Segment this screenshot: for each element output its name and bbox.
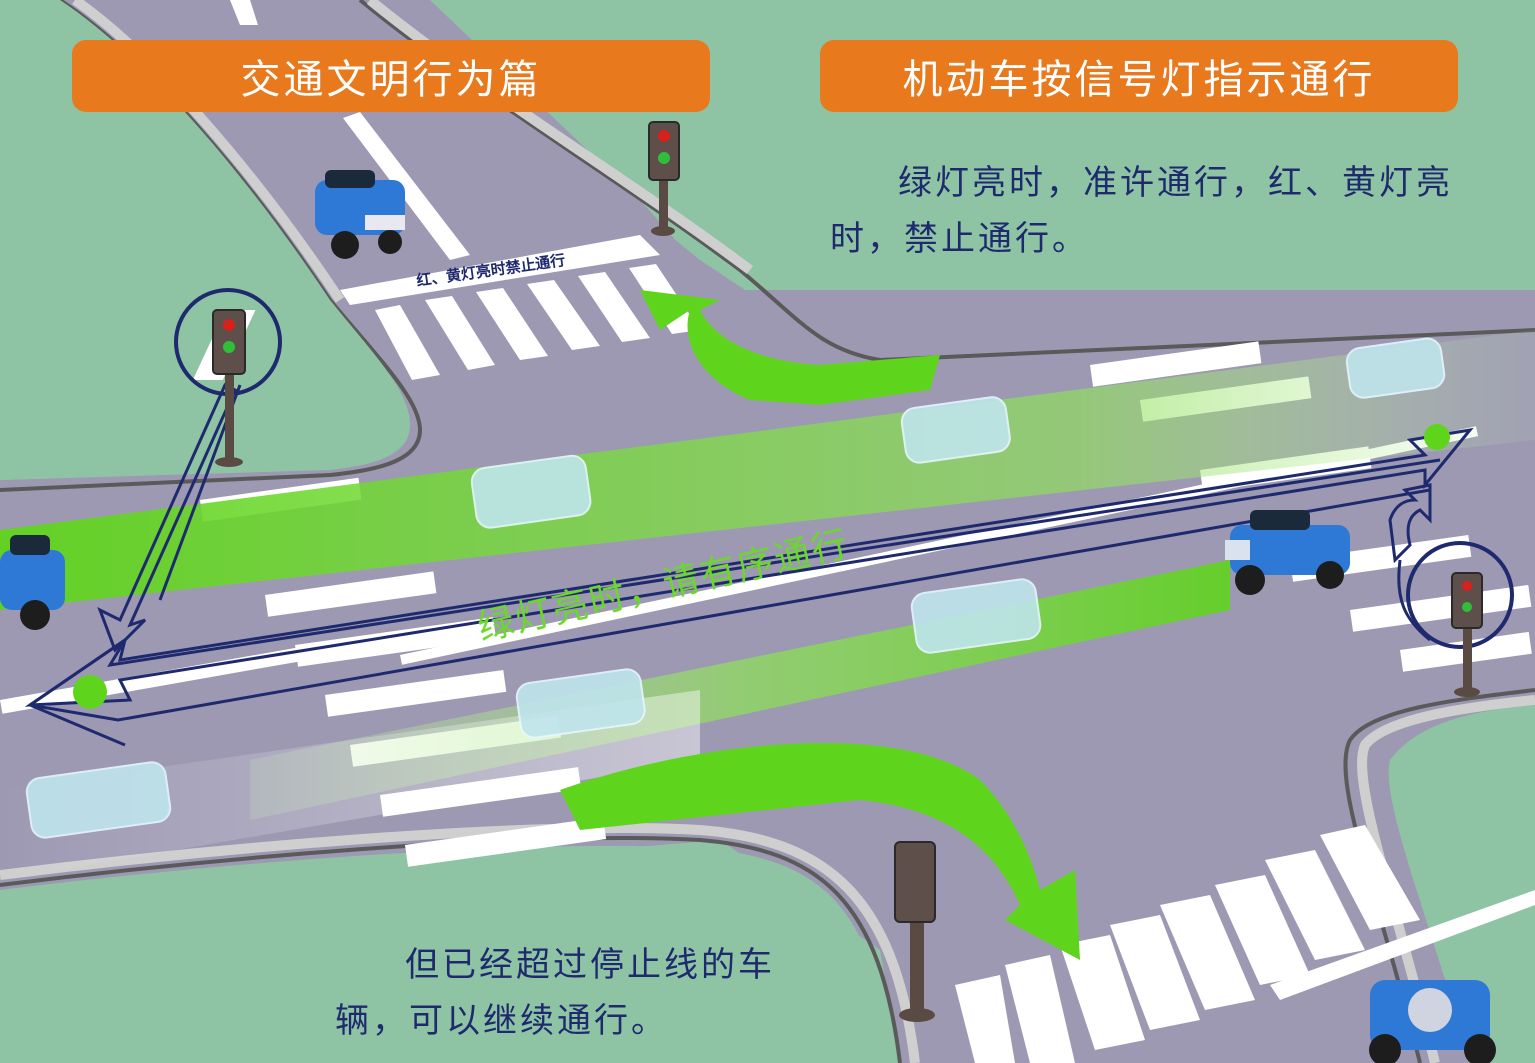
right-turn-arrow (560, 742, 1080, 960)
car-icon (1369, 980, 1496, 1063)
top-crosswalk (192, 0, 700, 380)
traffic-light-icon (894, 841, 936, 1022)
note-bottom: 但已经超过停止线的车辆，可以继续通行。 (335, 945, 775, 1041)
traffic-light-icon (212, 309, 246, 467)
green-dot-left (73, 675, 107, 709)
note-top-right: 绿灯亮时，准许通行，红、黄灯亮时，禁止通行。 (830, 163, 1453, 259)
right-title-banner: 机动车按信号灯指示通行 (820, 40, 1458, 112)
car-icon (25, 337, 1446, 839)
car-icon (1225, 510, 1350, 595)
green-dot-right (1424, 424, 1450, 450)
left-turn-arrow (640, 290, 940, 405)
bottom-crosswalk (955, 825, 1535, 1063)
left-title: 交通文明行为篇 (240, 57, 542, 103)
right-title: 机动车按信号灯指示通行 (902, 57, 1376, 103)
traffic-light-icon (1451, 572, 1483, 697)
car-icon (0, 535, 65, 630)
traffic-light-icon (648, 121, 680, 236)
car-icon (315, 170, 405, 259)
left-title-banner: 交通文明行为篇 (72, 40, 710, 112)
